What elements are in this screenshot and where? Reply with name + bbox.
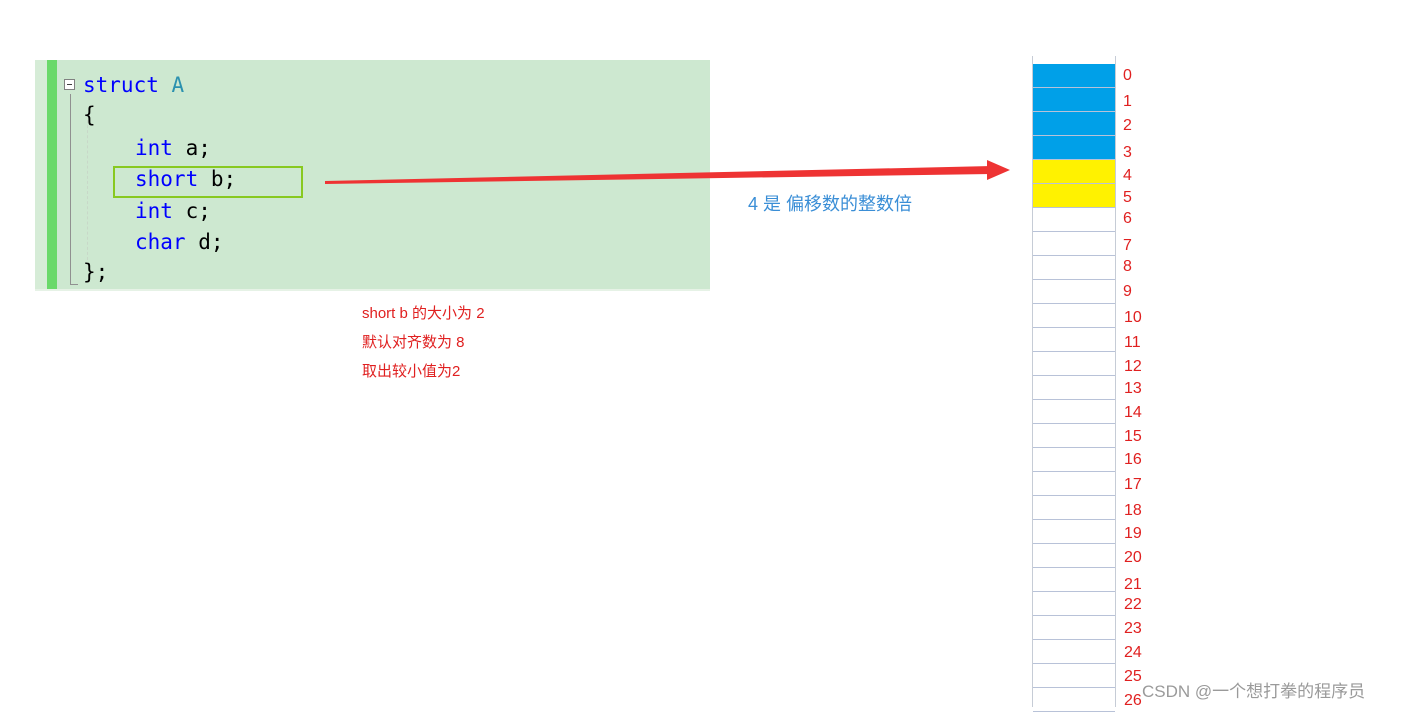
indent-guide: [87, 120, 88, 260]
memory-offset-label: 2: [1123, 117, 1132, 134]
memory-cell: [1033, 160, 1115, 184]
memory-cell: [1033, 640, 1115, 664]
fold-end: [70, 284, 78, 285]
memory-offset-label: 7: [1123, 237, 1132, 254]
memory-cell: [1033, 88, 1115, 112]
code-text: {: [83, 103, 96, 127]
note-min-value: 取出较小值为2: [362, 363, 461, 380]
gutter-strip: [35, 60, 47, 291]
memory-cell: [1033, 280, 1115, 304]
memory-offset-label: 23: [1124, 620, 1142, 637]
memory-cell: [1033, 64, 1115, 88]
offset-note: 4 是 偏移数的整数倍: [748, 194, 913, 214]
memory-cell: [1033, 136, 1115, 160]
memory-cell: [1033, 400, 1115, 424]
memory-cell: [1033, 256, 1115, 280]
memory-cell: [1033, 376, 1115, 400]
code-line-int-c: int c;: [135, 198, 211, 224]
type-name: A: [171, 73, 185, 97]
change-marker-bar: [47, 60, 57, 291]
memory-offset-label: 1: [1123, 93, 1132, 110]
memory-offset-label: 9: [1123, 283, 1132, 300]
memory-cell: [1033, 688, 1115, 712]
keyword: int: [135, 199, 173, 223]
keyword: char: [135, 230, 186, 254]
code-line-close-brace: };: [83, 259, 108, 285]
memory-cell: [1033, 424, 1115, 448]
memory-offset-label: 25: [1124, 668, 1142, 685]
memory-offset-label: 24: [1124, 644, 1142, 661]
panel-bottom-edge: [35, 289, 710, 291]
memory-offset-label: 12: [1124, 358, 1142, 375]
memory-offset-label: 4: [1123, 167, 1132, 184]
memory-offset-label: 6: [1123, 210, 1132, 227]
memory-cell: [1033, 328, 1115, 352]
code-line-short-b: short b;: [135, 166, 236, 192]
memory-cell: [1033, 448, 1115, 472]
keyword: short: [135, 167, 199, 191]
code-line-char-d: char d;: [135, 229, 224, 255]
memory-offset-label: 10: [1124, 309, 1142, 326]
arrow-shaft: [325, 166, 992, 184]
memory-cell: [1033, 520, 1115, 544]
memory-cell: [1033, 208, 1115, 232]
code-text: a;: [172, 136, 211, 160]
memory-cell: [1033, 352, 1115, 376]
keyword: struct: [83, 73, 159, 97]
code-text: d;: [185, 230, 224, 254]
code-text: };: [83, 260, 109, 284]
memory-cell: [1033, 472, 1115, 496]
watermark: CSDN @一个想打拳的程序员: [1142, 682, 1366, 701]
memory-offset-label: 20: [1124, 549, 1142, 566]
memory-offset-label: 17: [1124, 476, 1142, 493]
memory-offset-label: 3: [1123, 144, 1132, 161]
memory-offset-label: 18: [1124, 502, 1142, 519]
memory-offset-label: 13: [1124, 380, 1142, 397]
memory-offset-label: 15: [1124, 428, 1142, 445]
note-size: short b 的大小为 2: [362, 305, 485, 322]
memory-cell: [1033, 664, 1115, 688]
memory-offset-label: 0: [1123, 67, 1132, 84]
memory-cell: [1033, 232, 1115, 256]
memory-cell: [1033, 544, 1115, 568]
code-line-open-brace: {: [83, 102, 96, 128]
memory-offset-label: 8: [1123, 258, 1132, 275]
memory-offset-label: 11: [1124, 334, 1141, 351]
arrow-head: [987, 160, 1010, 180]
memory-right-border: [1115, 56, 1116, 707]
memory-cell: [1033, 184, 1115, 208]
memory-offset-label: 16: [1124, 451, 1142, 468]
memory-cell: [1033, 616, 1115, 640]
memory-offset-label: 5: [1123, 189, 1132, 206]
memory-offset-label: 26: [1124, 692, 1142, 709]
code-line-int-a: int a;: [135, 135, 211, 161]
memory-cell: [1033, 112, 1115, 136]
memory-offset-label: 14: [1124, 404, 1142, 421]
memory-left-border: [1032, 56, 1033, 707]
collapse-icon[interactable]: [64, 79, 75, 90]
memory-cell: [1033, 592, 1115, 616]
memory-cell: [1033, 304, 1115, 328]
code-line-struct: struct A: [83, 72, 184, 98]
highlight-box-short-b: [113, 166, 303, 198]
memory-offset-label: 22: [1124, 596, 1142, 613]
code-text: c;: [172, 199, 211, 223]
memory-cell: [1033, 496, 1115, 520]
keyword: int: [135, 136, 173, 160]
memory-cell: [1033, 568, 1115, 592]
fold-line: [70, 94, 71, 284]
memory-offset-label: 21: [1124, 576, 1142, 593]
note-default-align: 默认对齐数为 8: [362, 334, 465, 351]
memory-offset-label: 19: [1124, 525, 1142, 542]
code-text: b;: [198, 167, 237, 191]
